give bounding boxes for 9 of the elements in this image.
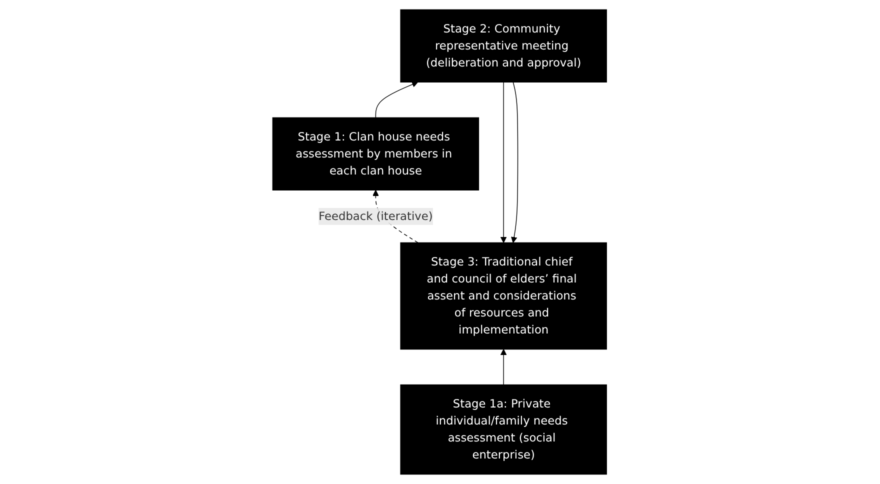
- node-box: Stage 2: Community representative meeting (deliberation and approval): [400, 9, 608, 83]
- node-box: Stage 1a: Private individual/family needs assessment (social enterprise): [400, 384, 608, 475]
- node-box: Stage 1: Clan house needs assessment by members in each clan house: [272, 117, 480, 190]
- arrow: [500, 82, 508, 243]
- arrow: [500, 348, 508, 386]
- arrow: [511, 82, 518, 243]
- node-box: Stage 3: Traditional chief and council of elders’ final assent and considerations of resources and implementation: [400, 242, 608, 350]
- arrow: [376, 81, 418, 118]
- edge-label: Feedback (iterative): [318, 209, 434, 223]
